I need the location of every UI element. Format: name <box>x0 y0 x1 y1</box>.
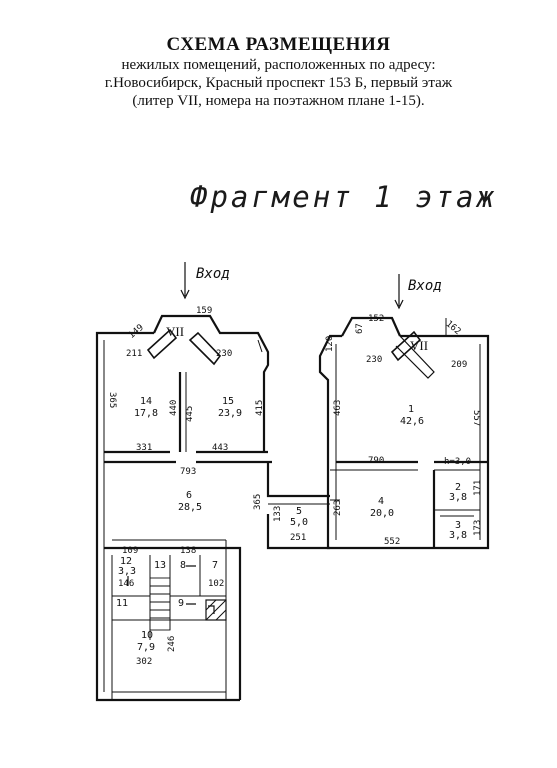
dim-138: 138 <box>180 546 196 556</box>
dim-415: 415 <box>255 400 265 416</box>
dim-331: 331 <box>136 443 152 453</box>
dim-211: 211 <box>126 349 142 359</box>
dim-790: 790 <box>368 456 384 466</box>
dim-440: 440 <box>169 400 179 416</box>
dim-230-right: 230 <box>366 355 382 365</box>
room-14-number: 14 <box>140 396 152 407</box>
room-2-area: 3,8 <box>449 492 467 503</box>
room-5-number: 5 <box>296 506 302 517</box>
room-15-area: 23,9 <box>218 408 242 419</box>
room-9-number: 9 <box>178 598 184 609</box>
dim-109: 109 <box>122 546 138 556</box>
dim-557: 557 <box>471 410 481 426</box>
room-4-area: 20,0 <box>370 508 394 519</box>
dim-445: 445 <box>185 406 195 422</box>
room-7-number: 7 <box>212 560 218 571</box>
dim-365-lower: 365 <box>253 494 263 510</box>
document-header: СХЕМА РАЗМЕЩЕНИЯ нежилых помещений, расп… <box>0 34 557 110</box>
room-15-number: 15 <box>222 396 234 407</box>
room-1-number: 1 <box>408 404 414 415</box>
liter-left: VII <box>166 324 184 339</box>
stairs-symbol <box>149 577 171 631</box>
room-1-area: 42,6 <box>400 416 424 427</box>
dim-173: 173 <box>473 520 483 536</box>
handwritten-fragment-title: Фрагмент 1 этаж <box>190 180 497 214</box>
address-line-2: г.Новосибирск, Красный проспект 153 Б, п… <box>104 75 453 91</box>
dimension-labels: 211 230 230 209 149 159 152 162 120 67 3… <box>107 306 483 667</box>
dim-133: 133 <box>273 506 283 522</box>
address-line-1: нежилых помещений, расположенных по адре… <box>121 57 436 73</box>
dim-149: 149 <box>127 323 146 341</box>
room-2-number: 2 <box>455 482 461 493</box>
dim-152: 152 <box>368 314 384 324</box>
room-5-area: 5,0 <box>290 517 308 528</box>
dim-159: 159 <box>196 306 212 316</box>
dim-365: 365 <box>107 392 117 408</box>
room-6-number: 6 <box>186 490 192 501</box>
room-13-number: 13 <box>154 560 166 571</box>
plan-walls <box>95 314 490 702</box>
dim-463: 463 <box>333 400 343 416</box>
room-10-number: 10 <box>141 630 153 641</box>
address-line-3: (литер VII, номера на поэтажном плане 1-… <box>132 93 425 109</box>
room-11-number: 11 <box>116 598 128 609</box>
dim-67: 67 <box>355 323 365 334</box>
room-6-area: 28,5 <box>178 502 202 513</box>
dim-146: 146 <box>118 579 134 589</box>
dim-263: 263 <box>333 500 343 516</box>
room-10-area: 7,9 <box>137 642 155 653</box>
dim-251: 251 <box>290 533 306 543</box>
dim-302: 302 <box>136 657 152 667</box>
entrance-arrow-right: Вход <box>394 274 442 310</box>
entrance-label-left: Вход <box>196 266 230 282</box>
dim-120: 120 <box>325 336 335 352</box>
document-title: СХЕМА РАЗМЕЩЕНИЯ <box>166 34 391 55</box>
dim-552: 552 <box>384 537 400 547</box>
dim-230-left: 230 <box>216 349 232 359</box>
room-12-number: 12 <box>120 556 132 567</box>
room-8-number: 8 <box>180 560 186 571</box>
room-3-number: 3 <box>455 520 461 531</box>
room-4-number: 4 <box>378 496 384 507</box>
dim-793: 793 <box>180 467 196 477</box>
room-3-area: 3,8 <box>449 530 467 541</box>
dim-102: 102 <box>208 579 224 589</box>
entrance-label-right: Вход <box>408 278 442 294</box>
room-14-area: 17,8 <box>134 408 158 419</box>
hatched-column <box>205 599 227 621</box>
entrance-arrow-left: Вход <box>180 262 230 300</box>
room-12-area: 3,3 <box>118 566 136 577</box>
dim-443: 443 <box>212 443 228 453</box>
dim-209: 209 <box>451 360 467 370</box>
dim-h30: h=3,0 <box>444 457 471 467</box>
dim-171: 171 <box>473 480 483 496</box>
liter-right: VII <box>410 338 428 353</box>
dim-246: 246 <box>167 636 177 652</box>
